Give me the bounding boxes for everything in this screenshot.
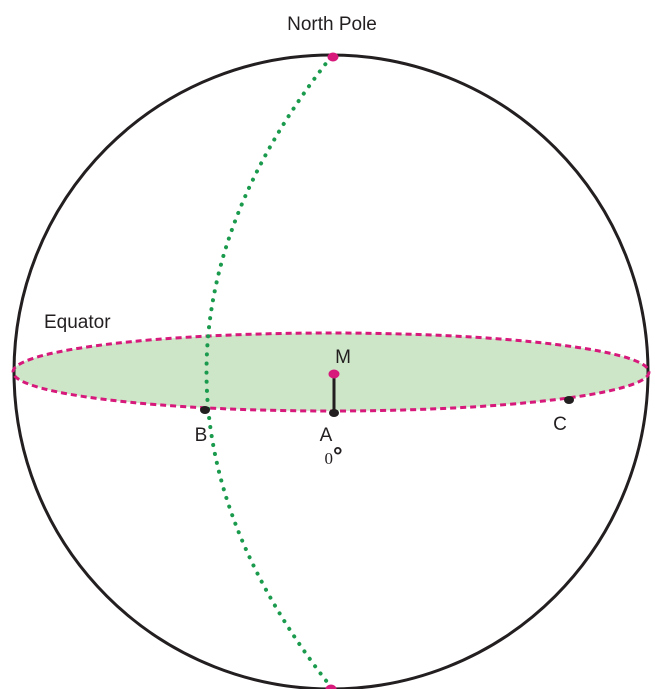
point-b-label: B	[195, 425, 208, 446]
point-b	[200, 406, 210, 414]
angle-value-label: 0	[325, 449, 334, 468]
point-c-label: C	[553, 414, 567, 435]
point-a-label: A	[320, 425, 333, 446]
point-c	[564, 396, 574, 404]
north-pole-point	[327, 52, 339, 62]
point-a	[329, 409, 339, 417]
meridian-through-b	[204, 55, 333, 689]
degree-symbol: °	[333, 443, 343, 470]
equator-label: Equator	[44, 312, 111, 333]
south-pole-point	[325, 684, 337, 689]
point-m	[328, 369, 340, 379]
point-m-label: M	[335, 347, 351, 368]
north-pole-label: North Pole	[287, 14, 377, 35]
